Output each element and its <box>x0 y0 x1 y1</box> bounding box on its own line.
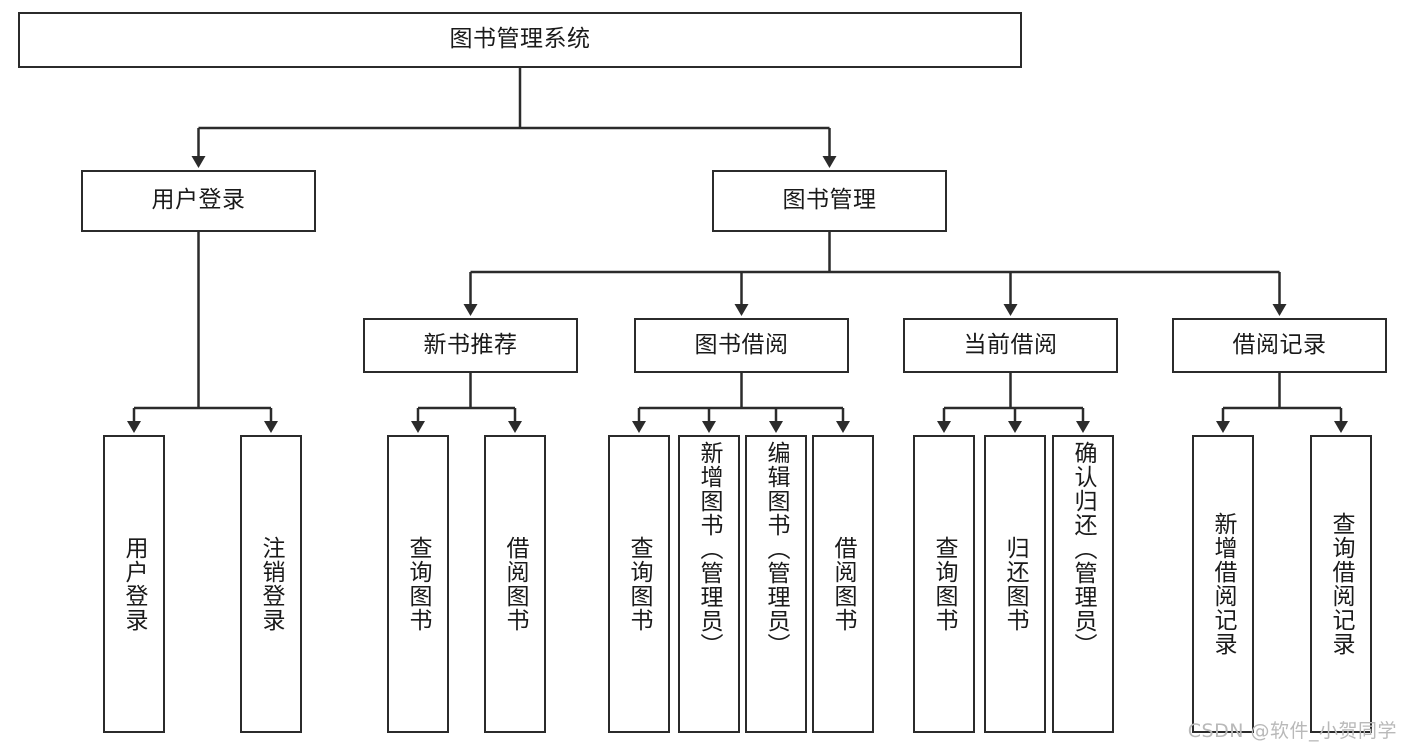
node-label-leaf-user-login: 用户登录 <box>121 536 148 632</box>
node-root[interactable]: 图书管理系统 <box>18 12 1022 68</box>
node-new-book-recommend[interactable]: 新书推荐 <box>363 318 578 373</box>
node-label-leaf-borrow-book-1: 借阅图书 <box>502 536 529 632</box>
node-leaf-return-book[interactable]: 归还图书 <box>984 435 1046 733</box>
node-label-user-login: 用户登录 <box>151 187 246 214</box>
node-leaf-query-book-3[interactable]: 查询图书 <box>913 435 975 733</box>
node-label-book-borrow: 图书借阅 <box>694 331 789 358</box>
node-label-root: 图书管理系统 <box>449 26 591 53</box>
node-leaf-confirm-return-admin[interactable]: 确认归还（管理员） <box>1052 435 1114 733</box>
node-label-leaf-borrow-book-2: 借阅图书 <box>830 536 857 632</box>
node-leaf-edit-book-admin[interactable]: 编辑图书（管理员） <box>745 435 807 733</box>
node-current-borrow[interactable]: 当前借阅 <box>903 318 1118 373</box>
node-label-leaf-logout: 注销登录 <box>258 536 285 632</box>
node-leaf-add-book-admin[interactable]: 新增图书（管理员） <box>678 435 740 733</box>
node-label-leaf-edit-book-admin: 编辑图书（管理员） <box>763 441 790 657</box>
node-label-leaf-query-book-3: 查询图书 <box>931 536 958 632</box>
node-label-leaf-add-borrow-record: 新增借阅记录 <box>1210 512 1237 656</box>
node-label-current-borrow: 当前借阅 <box>963 331 1058 358</box>
node-leaf-query-book-2[interactable]: 查询图书 <box>608 435 670 733</box>
watermark-text: CSDN @软件_小贺同学 <box>1187 720 1397 742</box>
node-label-leaf-query-borrow-record: 查询借阅记录 <box>1328 512 1355 656</box>
node-label-book-management: 图书管理 <box>782 187 877 214</box>
node-borrow-record[interactable]: 借阅记录 <box>1172 318 1387 373</box>
node-leaf-user-login[interactable]: 用户登录 <box>103 435 165 733</box>
node-label-leaf-confirm-return-admin: 确认归还（管理员） <box>1070 441 1097 657</box>
node-user-login[interactable]: 用户登录 <box>81 170 316 232</box>
node-leaf-borrow-book-1[interactable]: 借阅图书 <box>484 435 546 733</box>
node-label-leaf-add-book-admin: 新增图书（管理员） <box>696 441 723 657</box>
node-leaf-logout[interactable]: 注销登录 <box>240 435 302 733</box>
node-leaf-borrow-book-2[interactable]: 借阅图书 <box>812 435 874 733</box>
node-book-management[interactable]: 图书管理 <box>712 170 947 232</box>
node-leaf-add-borrow-record[interactable]: 新增借阅记录 <box>1192 435 1254 733</box>
node-label-leaf-query-book-1: 查询图书 <box>405 536 432 632</box>
node-label-leaf-query-book-2: 查询图书 <box>626 536 653 632</box>
node-label-new-book-recommend: 新书推荐 <box>423 331 518 358</box>
node-leaf-query-book-1[interactable]: 查询图书 <box>387 435 449 733</box>
node-leaf-query-borrow-record[interactable]: 查询借阅记录 <box>1310 435 1372 733</box>
node-book-borrow[interactable]: 图书借阅 <box>634 318 849 373</box>
node-label-borrow-record: 借阅记录 <box>1232 331 1327 358</box>
node-label-leaf-return-book: 归还图书 <box>1002 536 1029 632</box>
